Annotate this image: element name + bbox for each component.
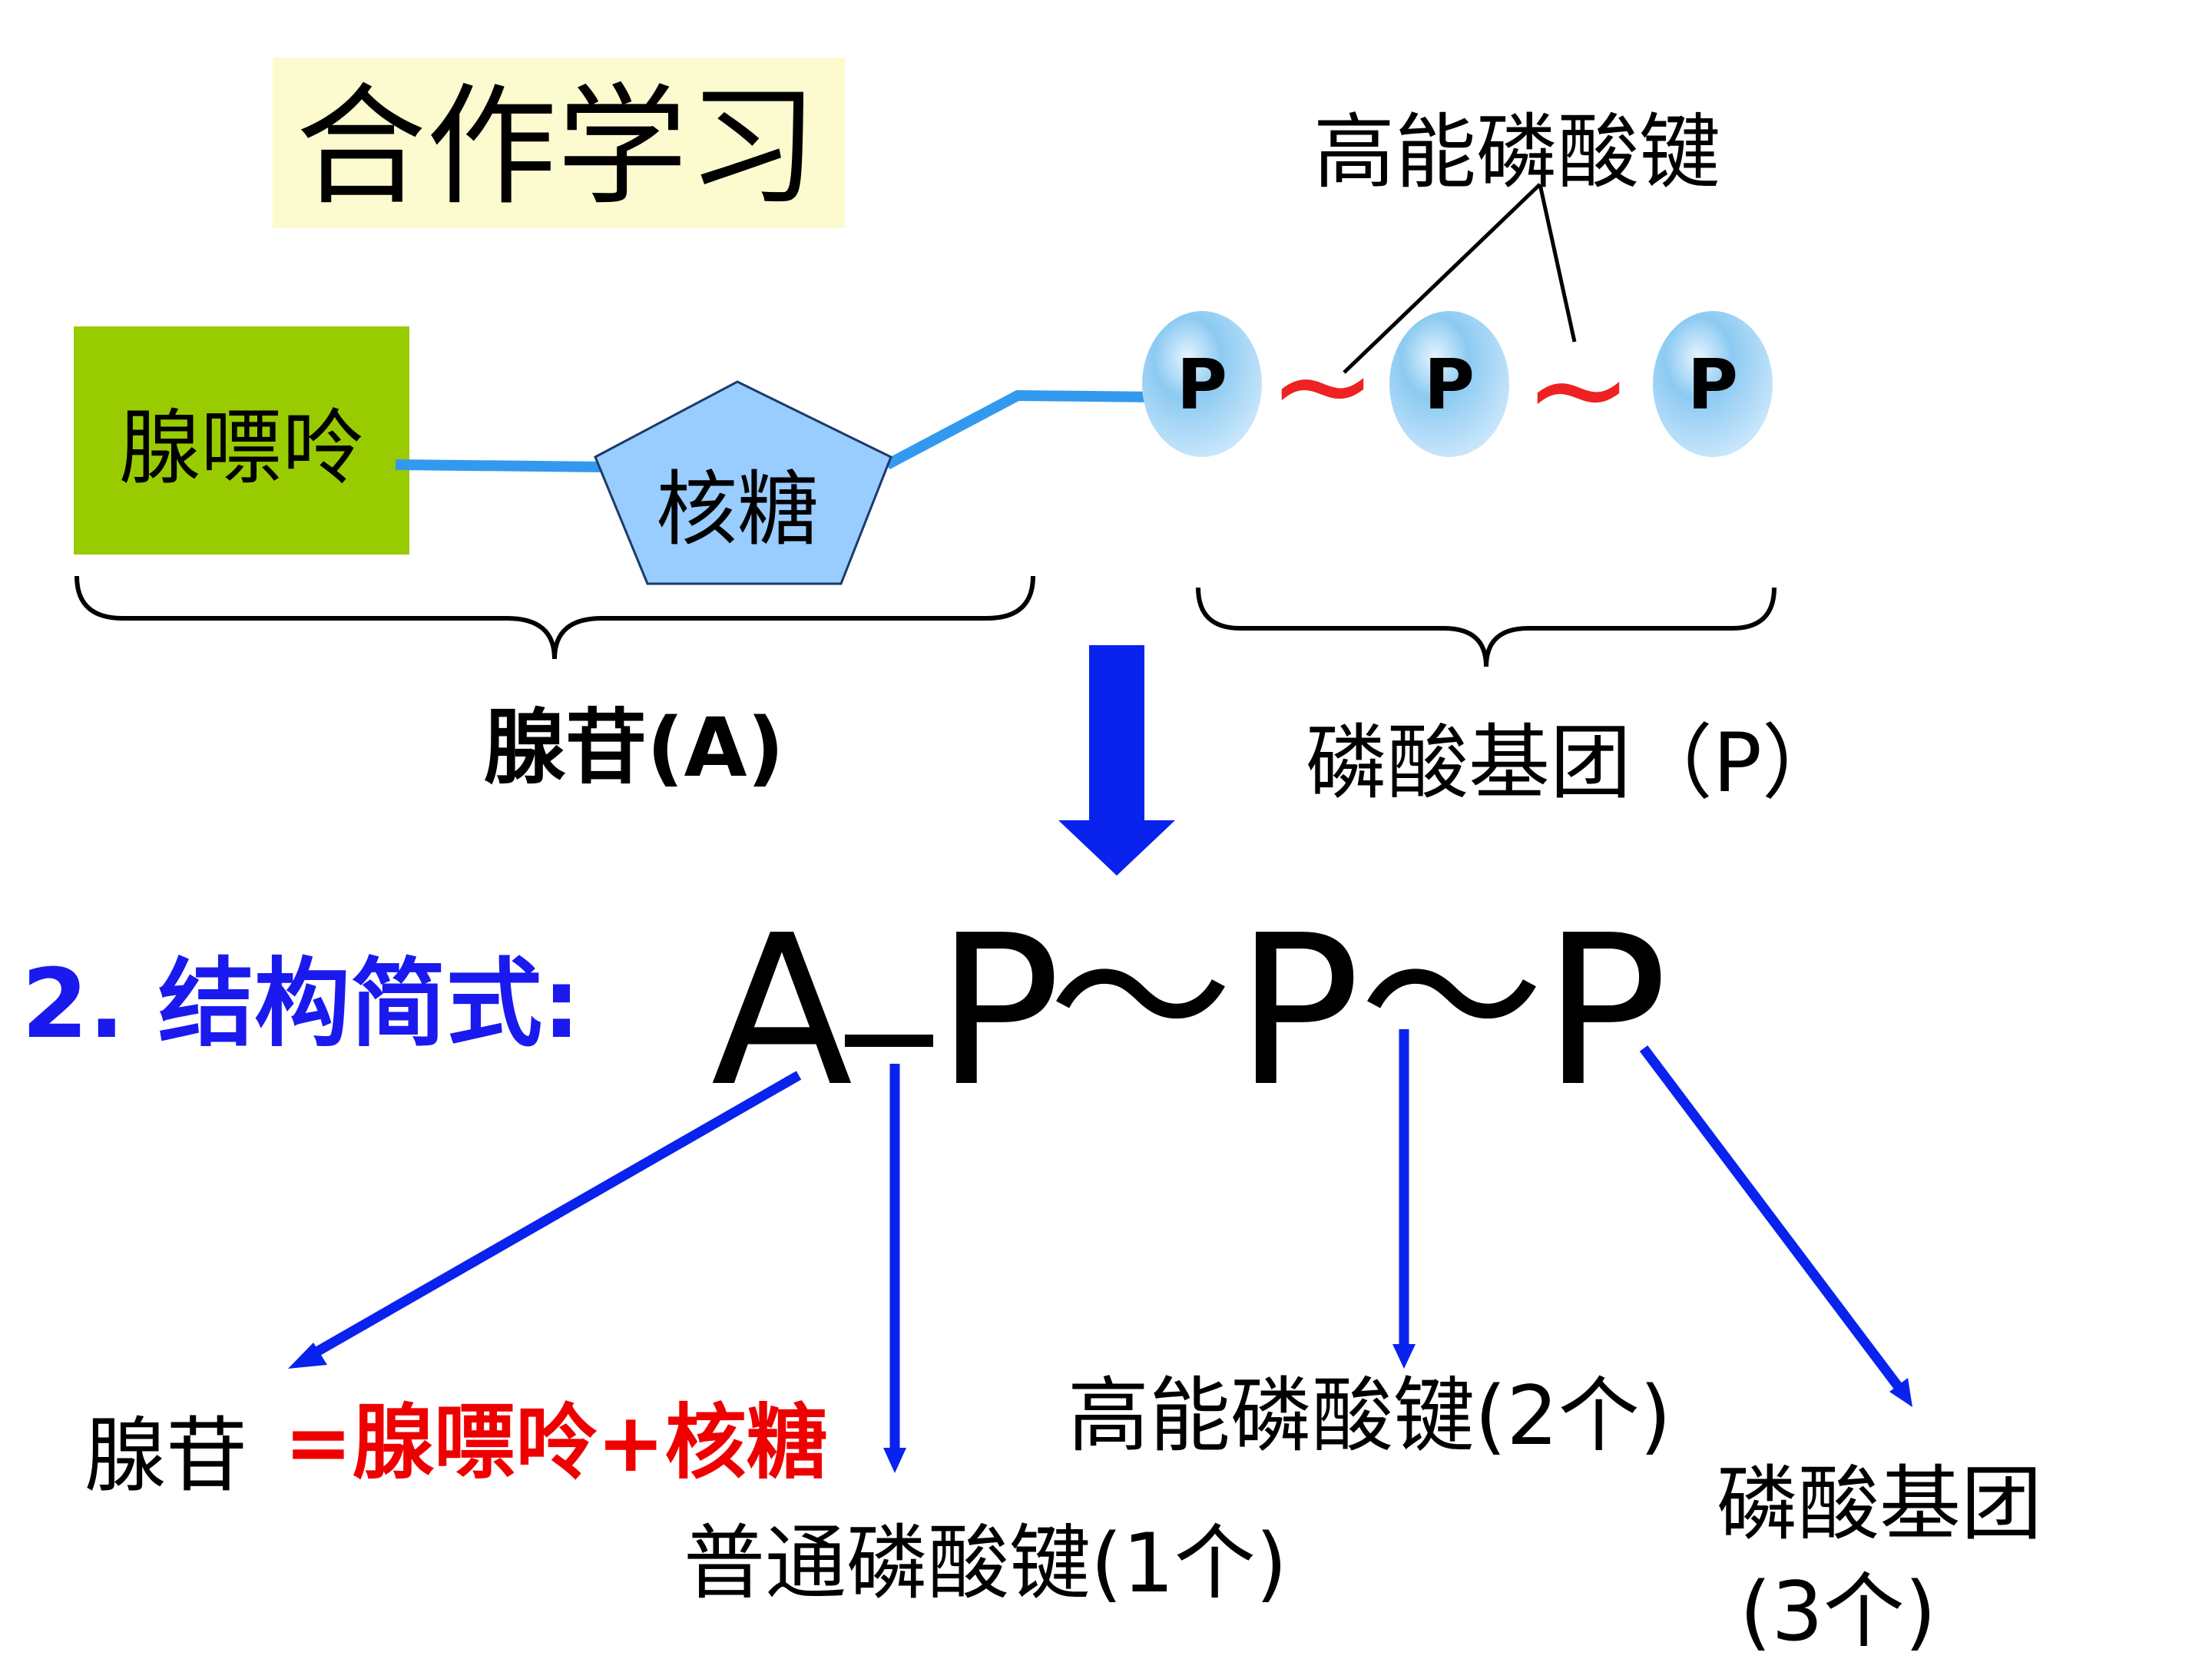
phosphate-group-pointer-head	[1889, 1378, 1912, 1407]
down-arrow-shaft	[1089, 645, 1144, 822]
down-arrow-head	[1058, 820, 1175, 876]
phosphate-ball-3-label: P	[1687, 345, 1738, 426]
formula-p-3: P	[1543, 890, 1668, 1132]
adenosine-label: 腺苷(A)	[484, 700, 784, 795]
high-energy-pointer-2	[1538, 184, 1577, 343]
ribose-phosphate-bond	[884, 389, 1161, 470]
slide-title: 合作学习	[296, 71, 818, 224]
phosphate-ball-3	[1653, 311, 1773, 457]
adenosine-pointer	[300, 1071, 802, 1364]
title-background	[273, 58, 845, 228]
adenosine-pointer-head	[288, 1343, 327, 1369]
ribose-label: 核糖	[656, 462, 819, 557]
adenine-label: 腺嘌呤	[119, 401, 363, 495]
high-energy-pointer-head	[1392, 1344, 1416, 1369]
high-energy-tilde-1: ~	[1268, 310, 1377, 462]
high-energy-tilde-2: ~	[1524, 313, 1633, 465]
normal-bond-pointer-head	[883, 1448, 906, 1473]
phosphate-ball-1-label: P	[1177, 345, 1227, 426]
formula-prefix: 2. 结构简式:	[22, 949, 581, 1060]
ribose-pentagon	[594, 380, 892, 585]
adenosine-definition: =腺嘌呤+核糖	[284, 1396, 828, 1490]
formula-p-1: P	[936, 890, 1061, 1132]
adenosine-term: 腺苷	[84, 1409, 247, 1503]
high-energy-bond-count: 高能磷酸键(2个)	[1068, 1369, 1671, 1463]
adenine-box	[74, 326, 409, 555]
phosphate-ball-1	[1142, 311, 1262, 457]
adenine-ribose-bond	[395, 459, 608, 472]
formula-tilde-2: ～	[1359, 892, 1544, 1108]
phosphate-ball-2-label: P	[1424, 345, 1475, 426]
formula-tilde-1: ～	[1048, 892, 1233, 1108]
phosphate-group-term: 磷酸基团	[1717, 1457, 2042, 1551]
phosphate-group-count: (3个)	[1740, 1565, 1936, 1659]
normal-bond-count: 普通磷酸键(1个)	[684, 1516, 1287, 1611]
phosphate-group-brace	[1196, 587, 1777, 667]
high-energy-bond-label: 高能磷酸键	[1313, 105, 1720, 200]
phosphate-ball-2	[1389, 311, 1509, 457]
high-energy-pointer-1	[1343, 183, 1541, 374]
formula-p-2: P	[1236, 890, 1361, 1132]
adenosine-brace	[75, 575, 1035, 660]
formula-a: A	[711, 890, 854, 1132]
phosphate-group-pointer	[1639, 1045, 1906, 1393]
phosphate-group-label: 磷酸基团（P）	[1306, 716, 1843, 810]
